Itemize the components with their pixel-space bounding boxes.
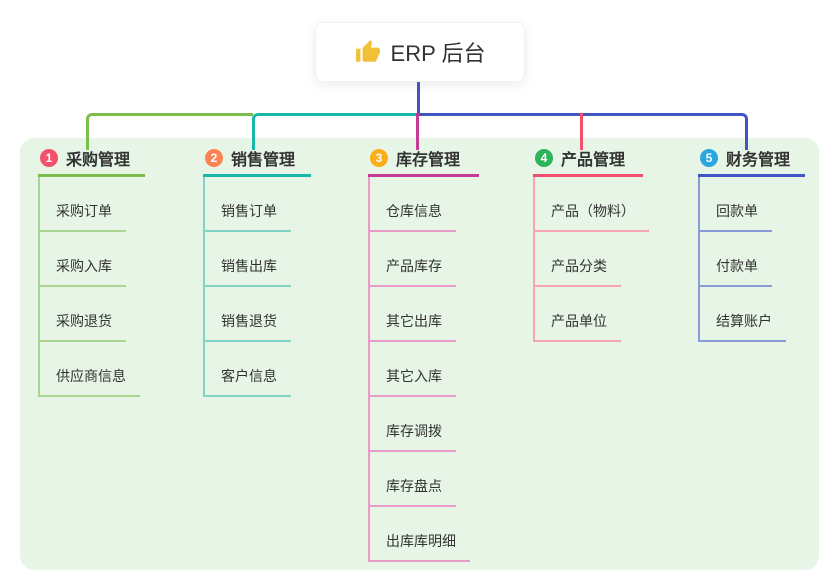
connector-branch-finance (419, 113, 748, 150)
mindmap-node[interactable]: 供应商信息 (40, 342, 140, 397)
mindmap-canvas-panel (20, 138, 819, 570)
branch-header-purchase[interactable]: 1 采购管理 (38, 148, 145, 177)
mindmap-node[interactable]: 结算账户 (700, 287, 786, 342)
branch-inventory-management: 3 库存管理 仓库信息 产品库存 其它出库 其它入库 库存调拨 库存盘点 出库库… (368, 148, 479, 562)
node-label: 付款单 (716, 258, 758, 274)
mindmap-node[interactable]: 仓库信息 (370, 177, 456, 232)
connector-branch-product (580, 113, 583, 150)
mindmap-node[interactable]: 出库库明细 (370, 507, 470, 562)
mindmap-node[interactable]: 付款单 (700, 232, 772, 287)
branch-number-badge: 1 (40, 149, 58, 167)
branch-children: 采购订单 采购入库 采购退货 供应商信息 (38, 177, 140, 397)
branch-header-product[interactable]: 4 产品管理 (533, 148, 643, 177)
branch-header-sales[interactable]: 2 销售管理 (203, 148, 311, 177)
mindmap-node[interactable]: 回款单 (700, 177, 772, 232)
mindmap-node[interactable]: 销售出库 (205, 232, 291, 287)
mindmap-node[interactable]: 产品分类 (535, 232, 621, 287)
branch-children: 销售订单 销售出库 销售退货 客户信息 (203, 177, 291, 397)
branch-product-management: 4 产品管理 产品（物料） 产品分类 产品单位 (533, 148, 649, 342)
mindmap-node[interactable]: 库存调拨 (370, 397, 456, 452)
branch-number-badge: 3 (370, 149, 388, 167)
node-label: 销售出库 (221, 258, 277, 274)
node-label: 出库库明细 (386, 533, 456, 549)
branch-header-inventory[interactable]: 3 库存管理 (368, 148, 479, 177)
branch-label: 销售管理 (231, 152, 296, 169)
node-label: 回款单 (716, 203, 758, 219)
node-label: 其它出库 (386, 313, 442, 329)
mindmap-node[interactable]: 产品（物料） (535, 177, 649, 232)
branch-label: 采购管理 (66, 152, 131, 169)
branch-children: 仓库信息 产品库存 其它出库 其它入库 库存调拨 库存盘点 出库库明细 (368, 177, 470, 562)
thumbs-up-icon (355, 40, 380, 62)
node-label: 销售退货 (221, 313, 277, 329)
mindmap-node[interactable]: 销售退货 (205, 287, 291, 342)
connector-branch-sales (252, 113, 419, 150)
node-label: 库存盘点 (386, 478, 442, 494)
node-label: 结算账户 (716, 313, 772, 329)
mindmap-node[interactable]: 客户信息 (205, 342, 291, 397)
mindmap-node[interactable]: 产品单位 (535, 287, 621, 342)
branch-label: 库存管理 (396, 152, 461, 169)
node-label: 供应商信息 (56, 368, 126, 384)
node-label: 产品（物料） (551, 203, 635, 219)
node-label: 产品分类 (551, 258, 607, 274)
branch-header-finance[interactable]: 5 财务管理 (698, 148, 805, 177)
branch-purchase-management: 1 采购管理 采购订单 采购入库 采购退货 供应商信息 (38, 148, 145, 397)
branch-label: 财务管理 (726, 152, 791, 169)
node-label: 仓库信息 (386, 203, 442, 219)
root-node-erp-backend[interactable]: ERP 后台 (315, 22, 525, 82)
node-label: 客户信息 (221, 368, 277, 384)
mindmap-node[interactable]: 采购入库 (40, 232, 126, 287)
mindmap-node[interactable]: 其它入库 (370, 342, 456, 397)
node-label: 库存调拨 (386, 423, 442, 439)
mindmap-node[interactable]: 采购订单 (40, 177, 126, 232)
node-label: 其它入库 (386, 368, 442, 384)
branch-number-badge: 5 (700, 149, 718, 167)
node-label: 产品单位 (551, 313, 607, 329)
node-label: 采购订单 (56, 203, 112, 219)
connector-branch-inventory (416, 113, 419, 150)
mindmap-node[interactable]: 其它出库 (370, 287, 456, 342)
branch-number-badge: 4 (535, 149, 553, 167)
root-node-label: ERP 后台 (390, 41, 486, 66)
connector-branch-purchase (86, 113, 253, 150)
node-label: 采购退货 (56, 313, 112, 329)
mindmap-node[interactable]: 采购退货 (40, 287, 126, 342)
node-label: 销售订单 (221, 203, 277, 219)
branch-children: 回款单 付款单 结算账户 (698, 177, 786, 342)
branch-label: 产品管理 (561, 152, 626, 169)
branch-number-badge: 2 (205, 149, 223, 167)
node-label: 产品库存 (386, 258, 442, 274)
node-label: 采购入库 (56, 258, 112, 274)
branch-finance-management: 5 财务管理 回款单 付款单 结算账户 (698, 148, 805, 342)
branch-sales-management: 2 销售管理 销售订单 销售出库 销售退货 客户信息 (203, 148, 311, 397)
branch-children: 产品（物料） 产品分类 产品单位 (533, 177, 649, 342)
mindmap-node[interactable]: 产品库存 (370, 232, 456, 287)
mindmap-node[interactable]: 销售订单 (205, 177, 291, 232)
mindmap-node[interactable]: 库存盘点 (370, 452, 456, 507)
connector-root-drop (417, 82, 420, 114)
